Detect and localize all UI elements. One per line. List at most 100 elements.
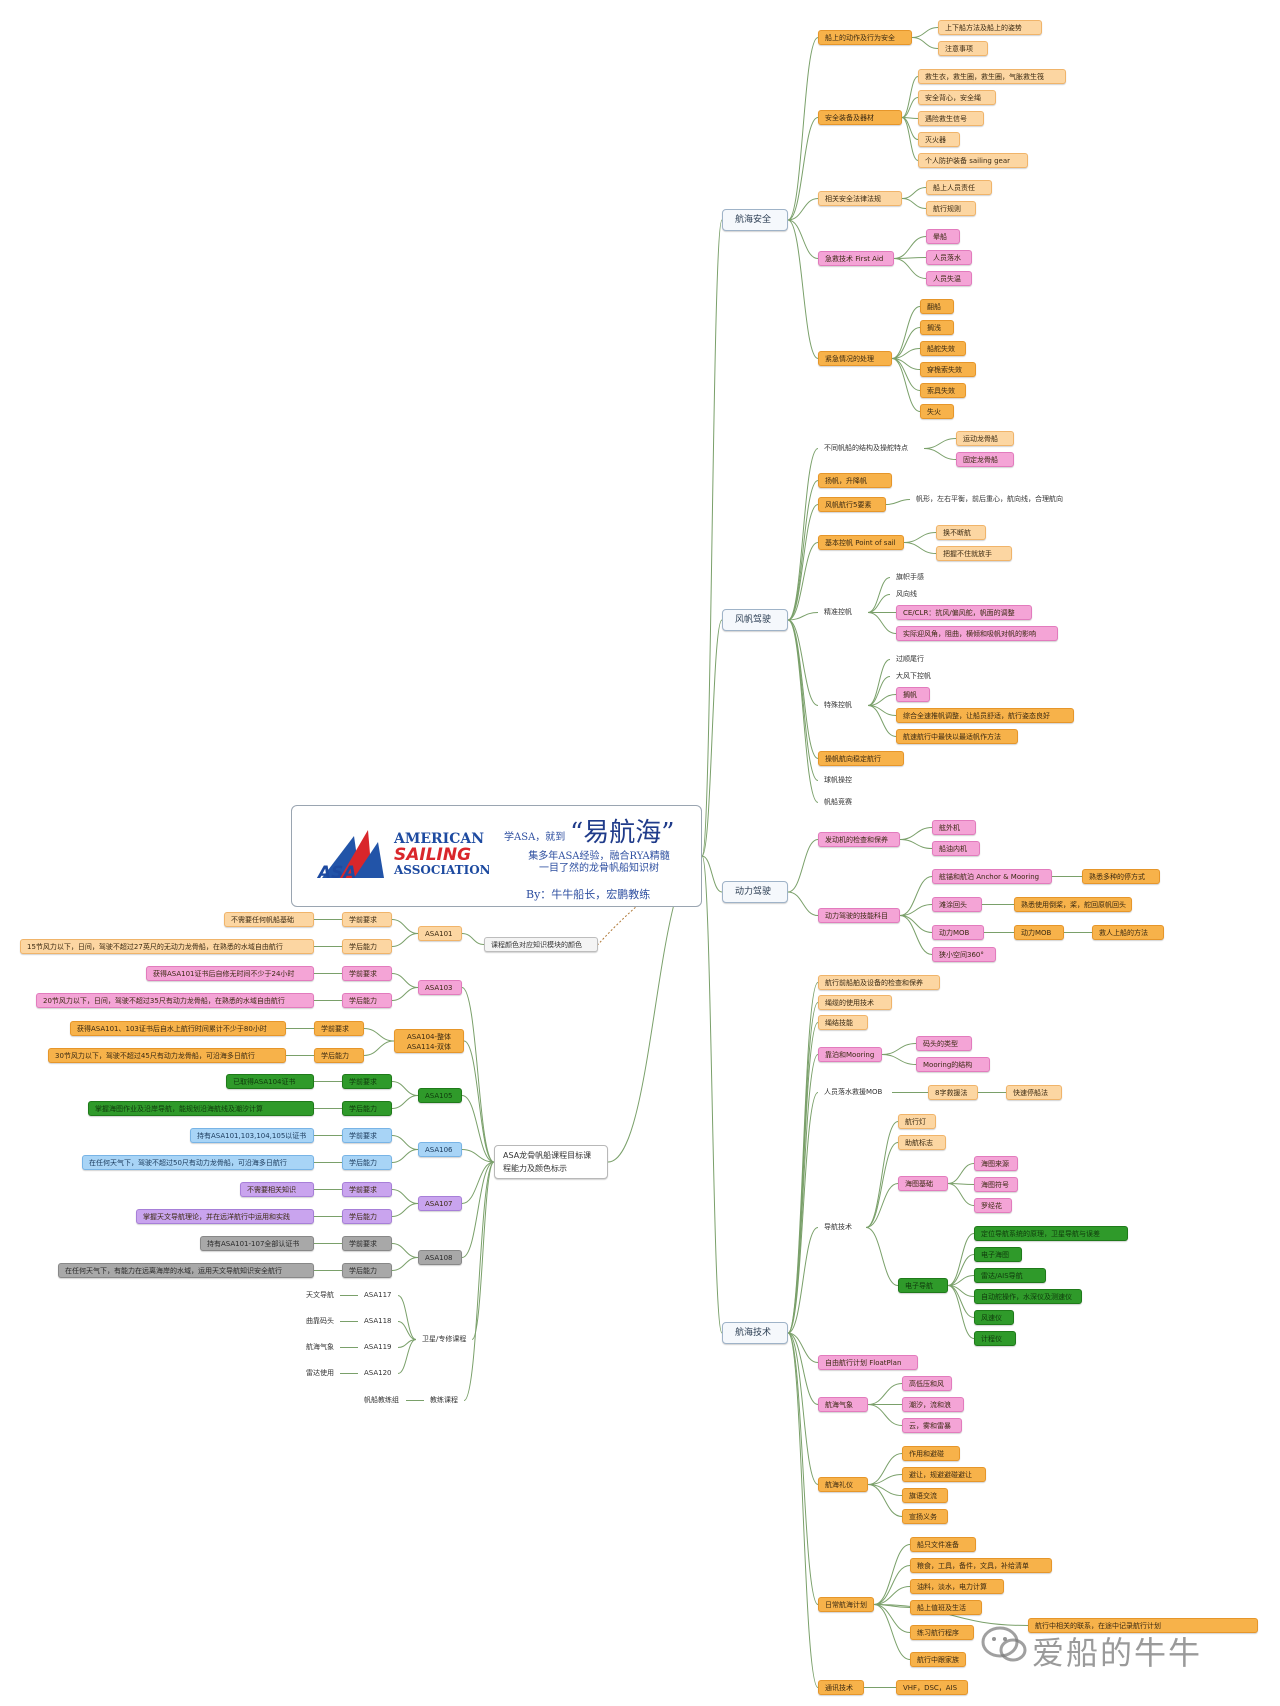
node-c2d[interactable]: 狭小空间360° <box>932 947 996 962</box>
node-e107a1[interactable]: 不需要相关知识 <box>240 1182 314 1197</box>
node-d3[interactable]: 绳结技能 <box>818 1015 868 1030</box>
node-b6b[interactable]: 大风下控帆 <box>896 672 931 680</box>
node-e101b[interactable]: 学后能力 <box>342 939 392 954</box>
node-d6a[interactable]: 航行灯 <box>898 1114 936 1129</box>
node-e101[interactable]: ASA101 <box>418 926 462 941</box>
node-d9[interactable]: 航海礼仪 <box>818 1477 868 1492</box>
node-d8b[interactable]: 潮汐，流和浪 <box>902 1397 964 1412</box>
node-f1b[interactable]: ASA118 <box>364 1317 392 1325</box>
node-d9a[interactable]: 作用和避碰 <box>902 1446 960 1461</box>
node-b6[interactable]: 特殊控帆 <box>824 701 852 709</box>
node-b5d[interactable]: 实际迎风角，阻曲，横倾和吸帆对帆的影响 <box>896 626 1058 641</box>
node-d8a[interactable]: 高低压和风 <box>902 1376 952 1391</box>
node-d10b[interactable]: 粮食，工具，备件，文具，补给清单 <box>910 1558 1052 1573</box>
node-d6b[interactable]: 助航标志 <box>898 1135 946 1150</box>
node-d6d6[interactable]: 计程仪 <box>974 1331 1016 1346</box>
node-a2b[interactable]: 安全背心，安全绳 <box>918 90 996 105</box>
node-e107b[interactable]: 学后能力 <box>342 1209 392 1224</box>
node-d6c[interactable]: 海图基础 <box>898 1176 948 1191</box>
node-e108a1[interactable]: 持有ASA101-107全部认证书 <box>200 1236 314 1251</box>
node-d6c3[interactable]: 罗经花 <box>974 1198 1012 1213</box>
node-a5[interactable]: 紧急情况的处理 <box>818 351 892 366</box>
node-d7[interactable]: 自由航行计划 FloatPlan <box>818 1355 918 1370</box>
node-c2c2[interactable]: 救人上船的方法 <box>1092 925 1164 940</box>
node-e106[interactable]: ASA106 <box>418 1142 462 1157</box>
node-b8[interactable]: 球帆操控 <box>824 776 852 784</box>
node-f1c[interactable]: ASA119 <box>364 1343 392 1351</box>
node-a3b[interactable]: 航行规则 <box>926 201 976 216</box>
node-a5f[interactable]: 失火 <box>920 404 954 419</box>
node-d4a[interactable]: 码头的类型 <box>916 1036 972 1051</box>
node-d10c[interactable]: 油料，淡水，电力计算 <box>910 1579 1004 1594</box>
node-c1b[interactable]: 船油内机 <box>932 841 980 856</box>
node-b4a[interactable]: 换不断航 <box>936 525 986 540</box>
node-d10e[interactable]: 练习航行程序 <box>910 1625 974 1640</box>
node-d8[interactable]: 航海气象 <box>818 1397 868 1412</box>
node-c1[interactable]: 发动机的检查和保养 <box>818 832 900 847</box>
node-e108[interactable]: ASA108 <box>418 1250 462 1265</box>
node-f2a[interactable]: 帆船教练组 <box>364 1396 399 1404</box>
node-b7[interactable]: 操帆航向稳定航行 <box>818 751 904 766</box>
node-d6d[interactable]: 电子导航 <box>898 1278 948 1293</box>
node-e101b1[interactable]: 15节风力以下，日间，驾驶不超过27英尺的无动力龙骨船，在熟悉的水域自由航行 <box>20 939 314 954</box>
node-b6e[interactable]: 航速航行中最快以最适帆作方法 <box>896 729 1018 744</box>
node-c2b[interactable]: 滩涂回头 <box>932 897 982 912</box>
node-e103b1[interactable]: 20节风力以下，日间，驾驶不超过35尺有动力龙骨船，在熟悉的水域自由航行 <box>36 993 314 1008</box>
node-b4[interactable]: 基本控帆 Point of sail <box>818 535 904 550</box>
node-d9b[interactable]: 避让，规避避碰避让 <box>902 1467 986 1482</box>
node-e105a[interactable]: 学前要求 <box>342 1074 392 1089</box>
node-d5b[interactable]: 快速停船法 <box>1006 1085 1062 1100</box>
node-e104b1[interactable]: 30节风力以下，驾驶不超过45尺有动力龙骨船，可沿海多日航行 <box>48 1048 286 1063</box>
node-d8c[interactable]: 云，雾和雷暴 <box>902 1418 962 1433</box>
node-a2d[interactable]: 灭火器 <box>918 132 960 147</box>
node-c2b1[interactable]: 熟悉使用倒桨，桨，舵回原帆回头 <box>1014 897 1132 912</box>
node-b3[interactable]: 风帆航行5要素 <box>818 497 886 512</box>
node-d11a[interactable]: VHF，DSC，AIS <box>896 1680 968 1695</box>
node-e107b1[interactable]: 掌握天文导航理论，并在远洋航行中运用和实践 <box>136 1209 314 1224</box>
node-b1[interactable]: 不同帆船的结构及操舵特点 <box>824 444 908 452</box>
node-e106b[interactable]: 学后能力 <box>342 1155 392 1170</box>
node-b1a[interactable]: 运动龙骨船 <box>956 431 1014 446</box>
node-f2[interactable]: 教练课程 <box>430 1396 458 1404</box>
node-d10g[interactable]: 航行中相关的联系，在途中记录航行计划 <box>1028 1618 1258 1633</box>
node-a1b[interactable]: 注意事项 <box>938 41 988 56</box>
node-d6d1[interactable]: 定位导航系统的原理，卫星导航与误差 <box>974 1226 1128 1241</box>
node-b4b[interactable]: 把握不住就放手 <box>936 546 1012 561</box>
node-e107[interactable]: ASA107 <box>418 1196 462 1211</box>
node-d6c1[interactable]: 海图来源 <box>974 1156 1018 1171</box>
node-d6d3[interactable]: 雷达/AIS导航 <box>974 1268 1046 1283</box>
node-t1[interactable]: 航海安全 <box>722 209 788 231</box>
node-e108b[interactable]: 学后能力 <box>342 1263 392 1278</box>
node-d9d[interactable]: 宣扬义务 <box>902 1509 948 1524</box>
central-topic[interactable]: ASA AMERICAN SAILING ASSOCIATION 学ASA，就到… <box>291 805 702 907</box>
node-e107a[interactable]: 学前要求 <box>342 1182 392 1197</box>
node-a3[interactable]: 相关安全法律法规 <box>818 191 902 206</box>
node-e108a[interactable]: 学前要求 <box>342 1236 392 1251</box>
node-d9c[interactable]: 旗语交流 <box>902 1488 948 1503</box>
node-t4[interactable]: 航海技术 <box>722 1322 788 1344</box>
node-t2[interactable]: 风帆驾驶 <box>722 609 788 631</box>
node-t3[interactable]: 动力驾驶 <box>722 881 788 903</box>
node-a5d[interactable]: 穿桅索失效 <box>920 362 976 377</box>
node-e101a[interactable]: 学前要求 <box>342 912 392 927</box>
node-b5[interactable]: 精准控帆 <box>824 608 852 616</box>
node-f1[interactable]: 卫星/专修课程 <box>422 1335 467 1343</box>
node-e104a1[interactable]: 获得ASA101、103证书后自水上航行时间累计不少于80小时 <box>70 1021 286 1036</box>
node-d6d2[interactable]: 电子海图 <box>974 1247 1022 1262</box>
node-f1d[interactable]: ASA120 <box>364 1369 392 1377</box>
node-a3a[interactable]: 船上人员责任 <box>926 180 992 195</box>
node-d10f[interactable]: 航行中跟家族 <box>910 1652 966 1667</box>
node-f1c1[interactable]: 航海气象 <box>306 1343 334 1351</box>
node-b5a[interactable]: 旗帜手感 <box>896 573 924 581</box>
node-c2c1[interactable]: 动力MOB <box>1014 925 1064 940</box>
node-d2[interactable]: 绳缆的使用技术 <box>818 995 892 1010</box>
node-a5c[interactable]: 船舵失效 <box>920 341 966 356</box>
node-d4b[interactable]: Mooring的结构 <box>916 1057 990 1072</box>
node-a5e[interactable]: 索具失效 <box>920 383 966 398</box>
node-a2c[interactable]: 遇险救生信号 <box>918 111 984 126</box>
node-e105[interactable]: ASA105 <box>418 1088 462 1103</box>
node-c2a[interactable]: 舷锚和航泊 Anchor & Mooring <box>932 869 1052 884</box>
node-e106a[interactable]: 学前要求 <box>342 1128 392 1143</box>
node-b1b[interactable]: 固定龙骨船 <box>956 452 1014 467</box>
node-b6a[interactable]: 过顺尾行 <box>896 655 924 663</box>
